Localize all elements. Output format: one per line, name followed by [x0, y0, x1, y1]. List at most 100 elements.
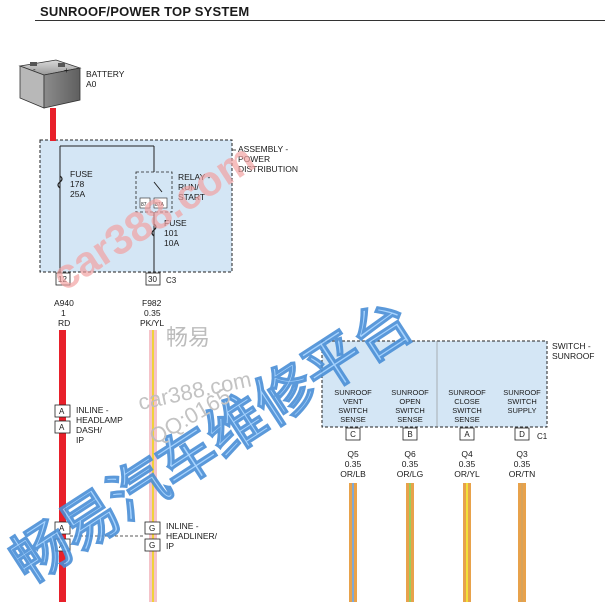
inline-headliner-label-1: INLINE - [166, 521, 199, 531]
inline-dash-pin-top [54, 404, 71, 418]
c3-pin-12 [55, 272, 71, 286]
switch-section-0-circuit: Q5 [347, 449, 359, 459]
switch-section-2-label-2: CLOSE [454, 397, 479, 406]
relay-label-1: RELAY - [178, 172, 210, 182]
switch-section-2-label-4: SENSE [454, 415, 479, 424]
switch-section-2-pin [459, 427, 475, 441]
inline-dash-pin-top-label: A [59, 407, 65, 416]
fuse178-label: FUSE [70, 169, 93, 179]
c3-pin-30-label: 30 [148, 275, 157, 284]
switch-section-2-wire-stripe [466, 483, 468, 602]
inline-headliner-pin-a1-label: A [59, 524, 65, 533]
switch-section-3-gauge: 0.35 [514, 459, 531, 469]
switch-section-3-label-3: SUPPLY [507, 406, 536, 415]
relay-box [135, 171, 173, 213]
switch-section-3-label-2: SWITCH [507, 397, 537, 406]
page-title: SUNROOF/POWER TOP SYSTEM [40, 4, 250, 19]
switch-section-0-wire-stripe [352, 483, 354, 602]
wire-f982-gauge: 0.35 [144, 308, 161, 318]
switch-section-0-label-4: SENSE [340, 415, 365, 424]
pdc-label-2: POWER [238, 154, 270, 164]
switch-section-1-wire-stripe [409, 483, 411, 602]
switch-section-3-pin-label: D [519, 430, 525, 439]
switch-connector-label: C1 [537, 432, 548, 441]
inline-dash-label-1: INLINE - [76, 405, 109, 415]
c3-pin-30 [145, 272, 161, 286]
switch-section-1-label-1: SUNROOF [391, 388, 429, 397]
switch-section-3-circuit: Q3 [516, 449, 528, 459]
switch-section-0-pin [345, 427, 361, 441]
switch-section-0-color: OR/LB [340, 469, 366, 479]
inline-headliner-pin-g2-label: G [149, 541, 155, 550]
switch-section-1-pin-label: B [407, 430, 412, 439]
pdc-label-3: DISTRIBUTION [238, 164, 298, 174]
switch-section-1-pin [402, 427, 418, 441]
switch-label-1: SWITCH - [552, 341, 591, 351]
inline-headliner-pin-g2 [144, 538, 161, 552]
wire-a940-gauge: 1 [61, 308, 66, 318]
switch-section-1-circuit: Q6 [404, 449, 416, 459]
title-underline [35, 20, 605, 21]
switch-section-3-label-1: SUNROOF [503, 388, 541, 397]
wire-f982-circuit: F982 [142, 298, 162, 308]
battery-minus: - [33, 65, 36, 74]
battery-plus: + [64, 66, 69, 75]
c3-pin-12-label: 12 [58, 275, 67, 284]
switch-section-3-wire-stripe [521, 483, 523, 602]
switch-label-2: SUNROOF [552, 351, 595, 361]
switch-section-2-circuit: Q4 [461, 449, 473, 459]
inline-headliner-pin-a2 [54, 538, 71, 552]
fuse101-number: 101 [164, 228, 178, 238]
inline-headliner-label-3: IP [166, 541, 174, 551]
battery-code: A0 [86, 79, 97, 89]
fuse178-rating: 25A [70, 189, 85, 199]
wire-a940-circuit: A940 [54, 298, 74, 308]
switch-sections: SUNROOFVENTSWITCHSENSECQ50.35OR/LBSUNROO… [334, 388, 541, 602]
switch-section-3-pin [514, 427, 530, 441]
switch-section-0-label-2: VENT [343, 397, 363, 406]
switch-section-0-pin-label: C [350, 430, 356, 439]
inline-dash-label-2: HEADLAMP [76, 415, 123, 425]
switch-section-0-gauge: 0.35 [345, 459, 362, 469]
switch-section-2-color: OR/YL [454, 469, 480, 479]
switch-section-2-gauge: 0.35 [459, 459, 476, 469]
battery-label: BATTERY [86, 69, 125, 79]
switch-section-2-pin-label: A [464, 430, 470, 439]
wire-a940 [59, 330, 66, 602]
switch-section-1-gauge: 0.35 [402, 459, 419, 469]
switch-section-1-label-2: OPEN [399, 397, 420, 406]
relay-switch-icon [153, 181, 163, 193]
switch-section-0-label-1: SUNROOF [334, 388, 372, 397]
switch-section-0-label-3: SWITCH [338, 406, 368, 415]
fuse-178-icon [57, 175, 63, 189]
switch-section-2-label-1: SUNROOF [448, 388, 486, 397]
inline-headliner-pin-a1 [54, 521, 71, 535]
inline-headliner-pin-g1 [144, 521, 161, 535]
inline-dash-pin-bottom [54, 420, 71, 434]
switch-section-1-label-4: SENSE [397, 415, 422, 424]
wire-f982-color: PK/YL [140, 318, 164, 328]
inline-dash-label-3: DASH/ [76, 425, 103, 435]
inline-headliner-label-2: HEADLINER/ [166, 531, 218, 541]
inline-dash-label-4: IP [76, 435, 84, 445]
switch-section-1-label-3: SWITCH [395, 406, 425, 415]
wire-a940-color: RD [58, 318, 70, 328]
switch-section-2-label-3: SWITCH [452, 406, 482, 415]
pdc-label-1: ASSEMBLY - [238, 144, 288, 154]
watermark-small-cjk: 畅易 [166, 326, 210, 351]
fuse101-label: FUSE [164, 218, 187, 228]
fuse178-number: 178 [70, 179, 84, 189]
inline-headliner-pin-a2-label: A [59, 541, 65, 550]
switch-box [321, 340, 548, 428]
relay-pin-87a: 87A [155, 202, 165, 208]
c3-connector-label: C3 [166, 276, 177, 285]
relay-pin-87: 87 [141, 202, 147, 208]
inline-headliner-pin-g1-label: G [149, 524, 155, 533]
switch-section-1-color: OR/LG [397, 469, 423, 479]
switch-section-3-color: OR/TN [509, 469, 535, 479]
fuse101-rating: 10A [164, 238, 179, 248]
relay-label-2: RUN/ [178, 182, 199, 192]
relay-label-3: START [178, 192, 205, 202]
